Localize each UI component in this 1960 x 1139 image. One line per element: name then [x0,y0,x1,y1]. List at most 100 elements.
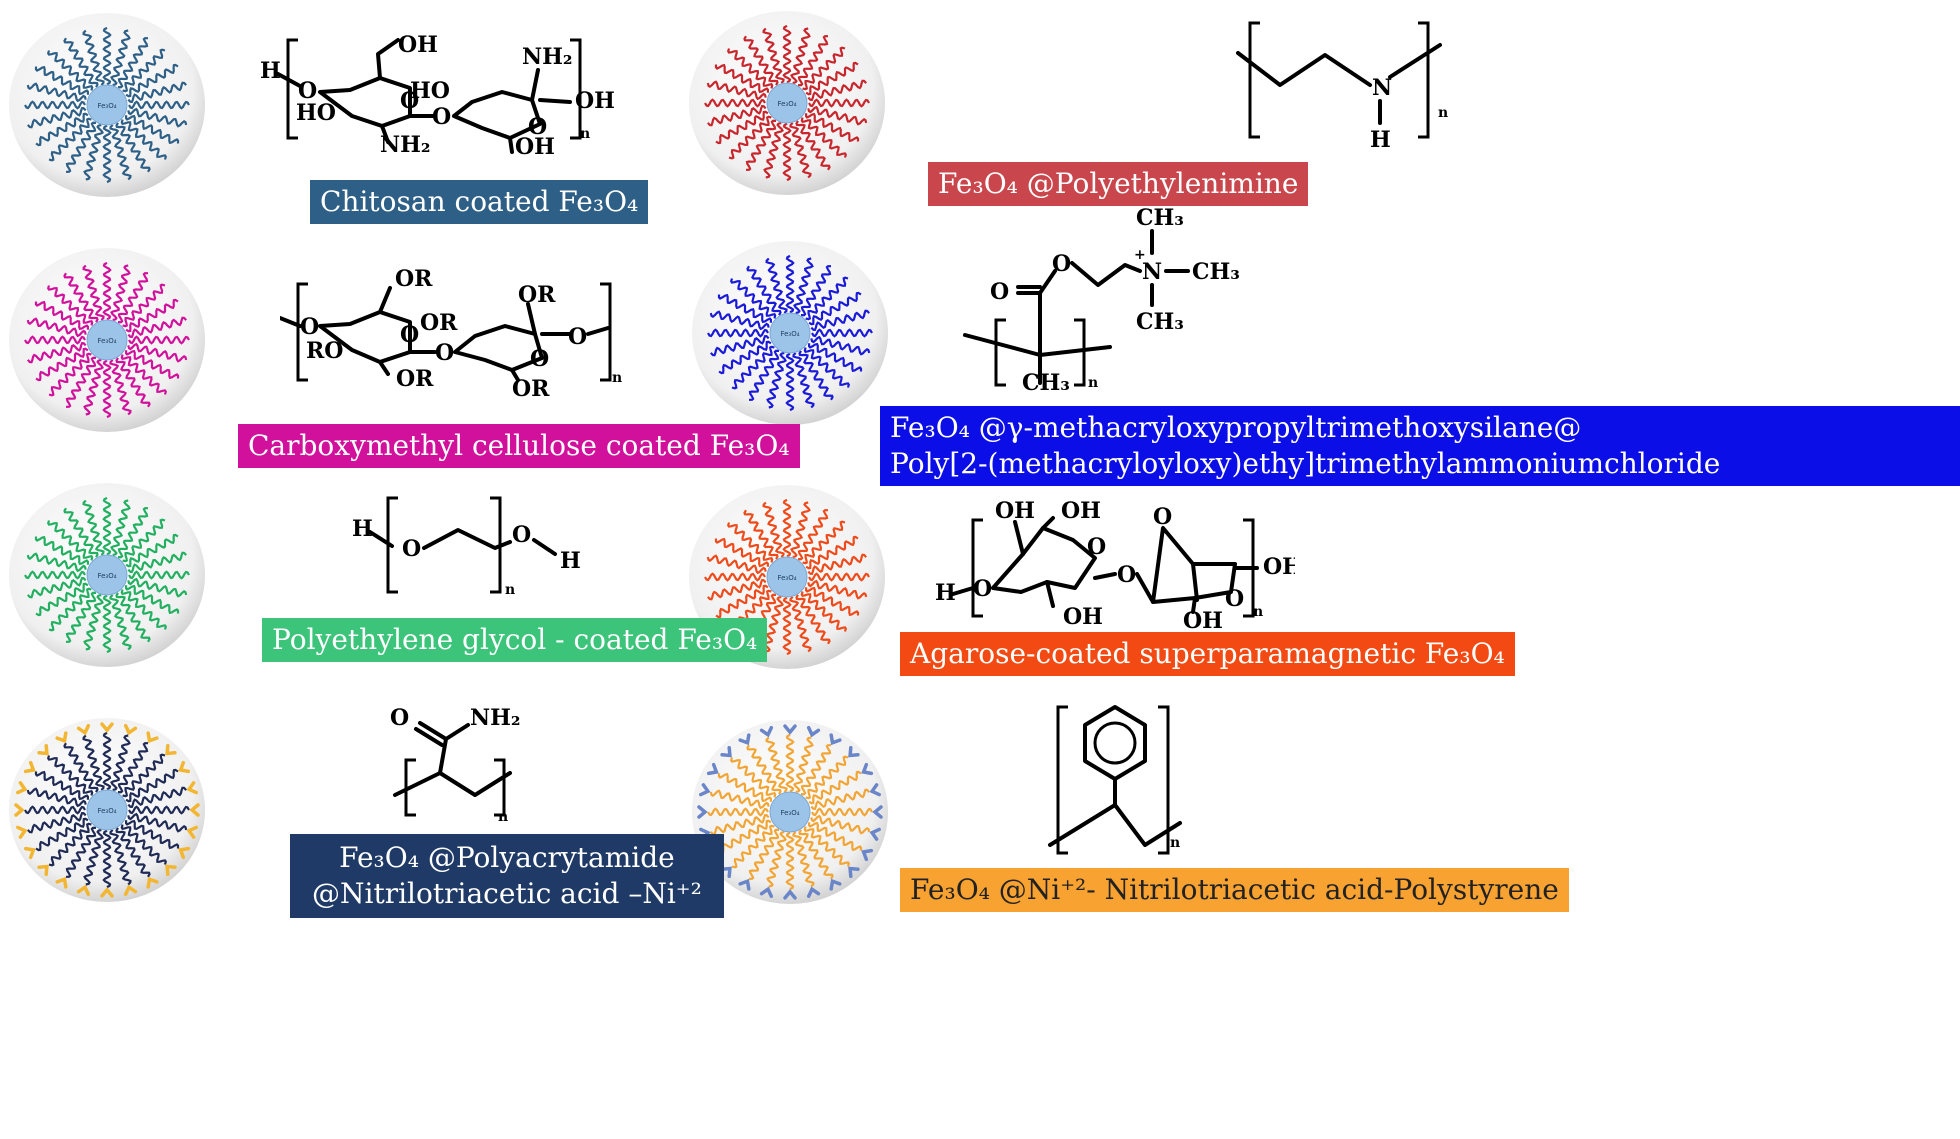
polymer-strand [797,35,829,87]
polymer-strand [120,354,167,395]
polymer-strand [83,358,104,416]
polymer-strand [65,826,97,878]
core-label: Fe₃O₄ [97,807,116,815]
polymer-strand [800,117,847,158]
svg-text:O: O [400,322,419,348]
polymer-strand [763,121,784,179]
polymer-strand [24,335,86,345]
svg-text:O: O [390,705,409,731]
svg-text:H: H [935,580,956,606]
polymer-strand [125,298,179,333]
pei-label: Fe₃O₄ @Polyethylenimine [928,162,1309,206]
svg-text:OH: OH [398,32,438,58]
polymer-strand [26,552,87,573]
polymer-strand [109,594,132,651]
ligand-tip [37,743,49,756]
ligand-tip [14,803,25,817]
polymer-strand [782,24,792,84]
polymer-strand [746,265,782,316]
polymer-strand [807,579,868,600]
agarose-label: Agarose-coated superparamagnetic Fe₃O₄ [900,632,1515,676]
polymer-strand [743,509,779,560]
polymer-strand [808,342,863,373]
ligand-tip [16,781,28,795]
polymer-strand [803,347,850,388]
svg-text:O: O [973,576,992,602]
polymer-strand [790,501,811,559]
polymer-strand [748,349,780,401]
ligand-tip [76,884,91,897]
ligand-tip [146,876,159,889]
core-label: Fe₃O₄ [97,337,116,345]
pam-label-line2: @Nitrilotriacetic acid –Ni⁺² [312,877,702,910]
pma-label-line2: Poly[2-(methacryloyloxy)ethy]trimethylam… [890,447,1721,480]
svg-text:O: O [1052,251,1071,277]
polymer-strand [782,596,792,656]
ligand-tip [55,731,68,744]
fe3o4-core [766,556,808,598]
polymer-strand [745,119,777,171]
polymer-strand [65,591,97,643]
svg-text:OH: OH [1263,554,1295,580]
polymer-strand [27,576,87,599]
svg-text:n: n [1438,105,1448,121]
svg-text:O: O [1087,534,1106,560]
svg-text:HO: HO [410,78,450,104]
polymer-strand [125,63,179,98]
polymer-strand [789,596,812,653]
polymer-strand [743,35,779,86]
core-label: Fe₃O₄ [777,100,796,108]
polymer-strand [811,328,873,338]
polymer-strand [117,742,149,794]
polymer-strand [83,593,104,651]
svg-text:n: n [1088,375,1098,391]
polymer-strand [63,742,99,793]
polymer-strand [122,283,166,328]
polymer-strand [795,120,831,171]
svg-text:NH₂: NH₂ [380,132,431,158]
polymer-strand [714,537,769,568]
polymer-strand [810,335,871,356]
polymer-strand [47,285,94,326]
svg-text:N: N [1372,75,1392,101]
polymer-strand [808,770,862,805]
polymer-strand [706,554,767,575]
polymer-strand [785,352,795,412]
polymer-strand [125,349,180,380]
polymer-strand [35,582,89,617]
pma-label: Fe₃O₄ @γ-methacryloxypropyltrimethoxysil… [880,406,1960,486]
polymer-strand [120,589,167,630]
svg-text:CH₃: CH₃ [1136,205,1184,231]
polymer-strand [762,501,785,558]
polymer-strand [714,63,769,94]
polymer-strand [710,334,770,357]
ligand-tip [178,846,191,860]
ligand-tip [706,762,719,776]
polymer-strand [110,499,131,557]
svg-text:CH₃: CH₃ [1136,309,1184,335]
polymer-strand [115,592,151,643]
polymer-strand [82,264,105,321]
ligand-tip [146,731,159,744]
cmc-nanoparticle: Fe₃O₄ [9,248,205,432]
polymer-strand [718,340,772,375]
polymer-strand [125,533,179,568]
ligand-tip [123,884,138,897]
svg-text:O: O [530,346,549,372]
polymer-strand [48,352,92,397]
polymer-strand [805,586,860,617]
polymer-strand [782,498,792,558]
pam-label: Fe₃O₄ @Polyacrytamide @Nitrilotriacetic … [290,834,724,918]
polymer-strand [47,755,94,796]
polymer-strand [102,731,112,791]
svg-text:O: O [568,324,587,350]
ligand-tip [738,733,751,746]
ligand-tip [23,760,36,774]
ligand-tip [759,725,774,738]
polymer-strand [26,787,87,808]
polymer-strand [125,114,180,145]
polymer-strand [797,509,829,561]
svg-text:H: H [560,548,581,574]
polymer-strand [710,813,770,836]
polymer-strand [704,98,766,108]
